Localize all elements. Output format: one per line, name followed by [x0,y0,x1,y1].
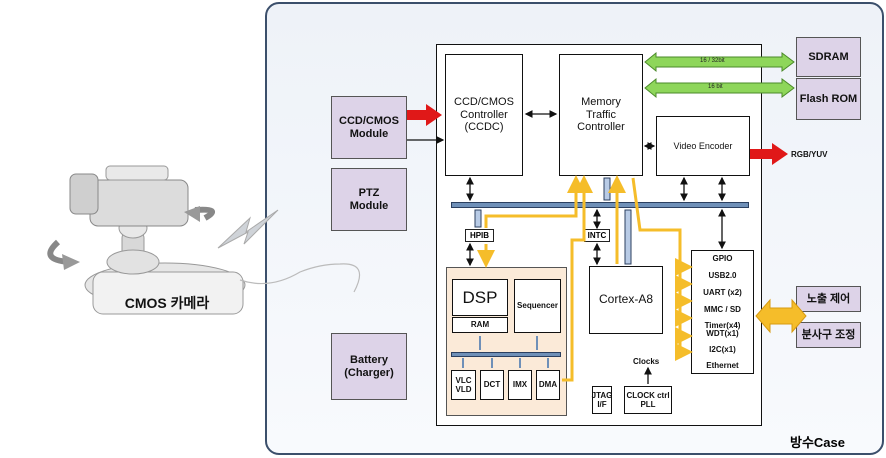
memory-controller-block: Memory Traffic Controller [559,54,643,176]
battery-module: Battery (Charger) [331,333,407,400]
hpib-block: HPIB [465,229,494,242]
dct-block: DCT [480,370,504,400]
yellow-external-arrow [755,298,807,334]
ccdc-block: CCD/CMOS Controller (CCDC) [445,54,523,176]
yellow-path-periph [631,177,682,358]
dsp-internal-bus [451,352,561,357]
blue-arrow-memctrl [603,177,611,201]
green-bus-flash [644,77,795,99]
blue-arrow-hpib [474,209,482,228]
peripheral-stack: GPIO USB2.0 UART (x2) MMC / SD Timer(x4)… [691,250,754,374]
flash-rom-block: Flash ROM [796,78,861,120]
exposure-control: 노출 제어 [796,286,861,312]
blue-arrow-cortex [624,209,632,265]
rgb-yuv-label: RGB/YUV [791,150,828,159]
video-encoder-block: Video Encoder [656,116,750,176]
dma-block: DMA [536,370,560,400]
system-bus [451,202,749,208]
camera-label: CMOS 카메라 [124,295,210,311]
green-bus-sdram [644,51,795,73]
jtag-block: JTAG I/F [592,386,612,414]
yellow-path-hpib [484,175,585,228]
sequencer-block: Sequencer [514,279,561,333]
cortex-a8-block: Cortex-A8 [589,266,663,334]
red-output-arrow [750,143,788,165]
spray-adjust-control: 분사구 조정 [796,322,861,348]
imx-block: IMX [508,370,532,400]
peripheral-ethernet: Ethernet [692,358,753,373]
intc-block: INTC [584,229,610,242]
dsp-core: DSP [452,279,508,316]
ram-block: RAM [452,317,508,333]
ccd-cmos-module: CCD/CMOS Module [331,96,407,159]
yellow-path-dma [562,175,593,382]
bus-width-bottom-label: 16 bit [708,84,723,90]
clocks-label: Clocks [633,357,660,366]
ptz-module: PTZ Module [331,168,407,231]
case-label: 방수Case [790,435,845,450]
vlc-vld-block: VLC VLD [451,370,476,400]
clock-pll-block: CLOCK ctrl PLL [624,386,672,414]
sdram-block: SDRAM [796,37,861,77]
red-input-arrow [407,104,442,126]
bus-width-top-label: 16 / 32bit [700,58,725,64]
